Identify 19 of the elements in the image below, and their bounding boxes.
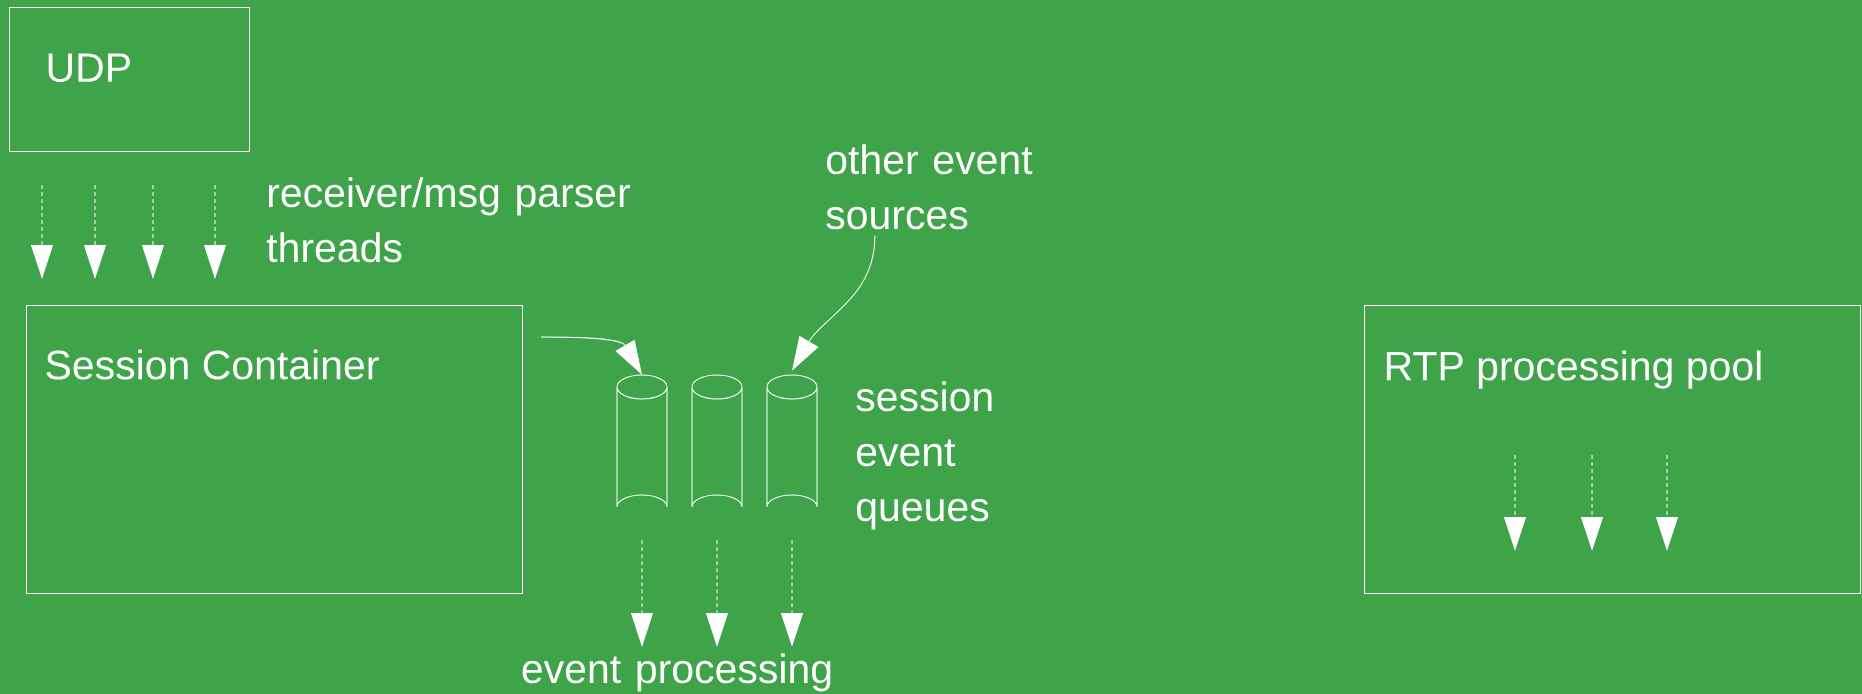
arrow bbox=[204, 184, 226, 278]
arrow bbox=[792, 235, 876, 370]
text-label: other event sources bbox=[826, 144, 1033, 230]
text-label: event processing bbox=[522, 653, 831, 692]
text-label: session event queues bbox=[856, 381, 992, 530]
arrow bbox=[706, 539, 728, 646]
arrow bbox=[781, 539, 803, 646]
process-box: UDP bbox=[9, 7, 250, 152]
process-box: Session Container bbox=[26, 305, 523, 594]
arrow bbox=[84, 184, 106, 278]
queue-cylinder bbox=[691, 374, 743, 508]
arrow bbox=[142, 184, 164, 278]
arrow bbox=[540, 336, 642, 374]
arrow bbox=[631, 539, 653, 646]
process-box: RTP processing pool bbox=[1364, 305, 1861, 594]
arrow bbox=[31, 184, 53, 278]
queue-cylinder bbox=[616, 374, 668, 508]
text-label: receiver/msg parser threads bbox=[266, 177, 630, 263]
queue-cylinder bbox=[766, 374, 818, 508]
